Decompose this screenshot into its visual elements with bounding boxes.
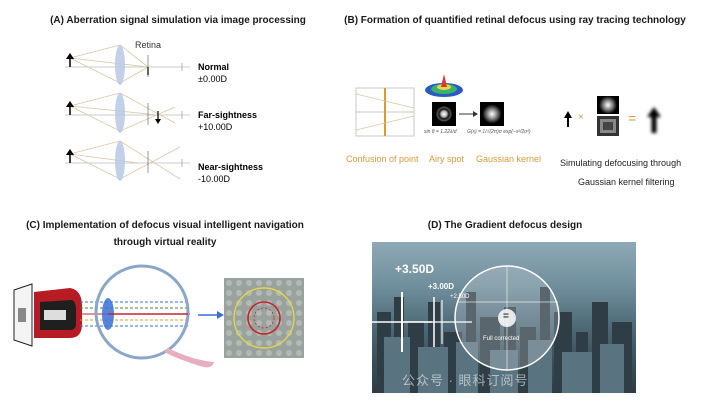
row-normal-name: Normal (198, 62, 230, 72)
retinal-image-view (224, 278, 304, 358)
airy-spot-3d-plot (425, 74, 463, 97)
row-far-value: +10.00D (198, 122, 233, 132)
lens-icon (115, 141, 125, 181)
caption-line-1: Simulating defocusing through (560, 158, 682, 168)
watermark: 公众号 · 眼科订阅号 (402, 373, 529, 388)
optics-row-normal (65, 44, 190, 85)
operator-times: × (578, 112, 584, 123)
panel-d-title: (D) The Gradient defocus design (427, 220, 583, 231)
operator-equals: = (628, 110, 637, 126)
city-buildings (372, 265, 632, 393)
formula-airy: sin θ = 1.22λ/d (424, 129, 457, 135)
panel-c-title-line1: (C) Implementation of defocus visual int… (26, 220, 304, 231)
defocus-label-big: +3.50D (395, 262, 435, 276)
row-far-name: Far-sightness (198, 110, 258, 120)
retinal-pattern (224, 278, 304, 358)
confusion-point-grid (355, 87, 415, 137)
panel-a-optics-diagram (65, 44, 190, 181)
blurred-output-arrow-icon (647, 107, 661, 133)
row-near-value: -10.00D (198, 174, 231, 184)
label-confusion-point: Confusion of point (346, 154, 419, 164)
label-gaussian-kernel: Gaussian kernel (476, 154, 542, 164)
defocus-label-mid: +3.00D (428, 282, 455, 291)
input-arrow-icon (564, 111, 572, 127)
gaussian-kernel-image (480, 102, 504, 126)
vr-headset-icon (13, 283, 82, 347)
full-corrected-label: Full corrected (483, 336, 520, 342)
city-scene-image (372, 242, 636, 393)
panel-c-title-line2: through virtual reality (113, 237, 217, 248)
arrow-airy-to-gaussian-icon (459, 111, 478, 117)
optics-row-near (65, 140, 190, 181)
row-near-name: Near-sightness (198, 162, 264, 172)
label-airy-spot: Airy spot (429, 154, 465, 164)
airy-spot-image (432, 102, 456, 126)
eye-diagram (80, 264, 214, 368)
optics-row-far (65, 92, 190, 133)
caption-line-2: Gaussian kernel filtering (578, 177, 675, 187)
lens-icon (115, 93, 125, 133)
defocus-label-small: +2.50D (450, 294, 470, 300)
kernel-stack-image (597, 96, 619, 136)
row-normal-value: ±0.00D (198, 74, 227, 84)
panel-b-title: (B) Formation of quantified retinal defo… (344, 15, 686, 26)
lens-icon (115, 45, 125, 85)
retina-label: Retina (135, 40, 162, 50)
panel-a-title: (A) Aberration signal simulation via ima… (50, 15, 306, 26)
defocus-label-center: = (503, 311, 509, 322)
formula-gaussian: G(x) = 1/√(2π)σ exp(−x²/2σ²) (467, 129, 531, 135)
arrow-eye-to-image-icon (198, 311, 224, 319)
